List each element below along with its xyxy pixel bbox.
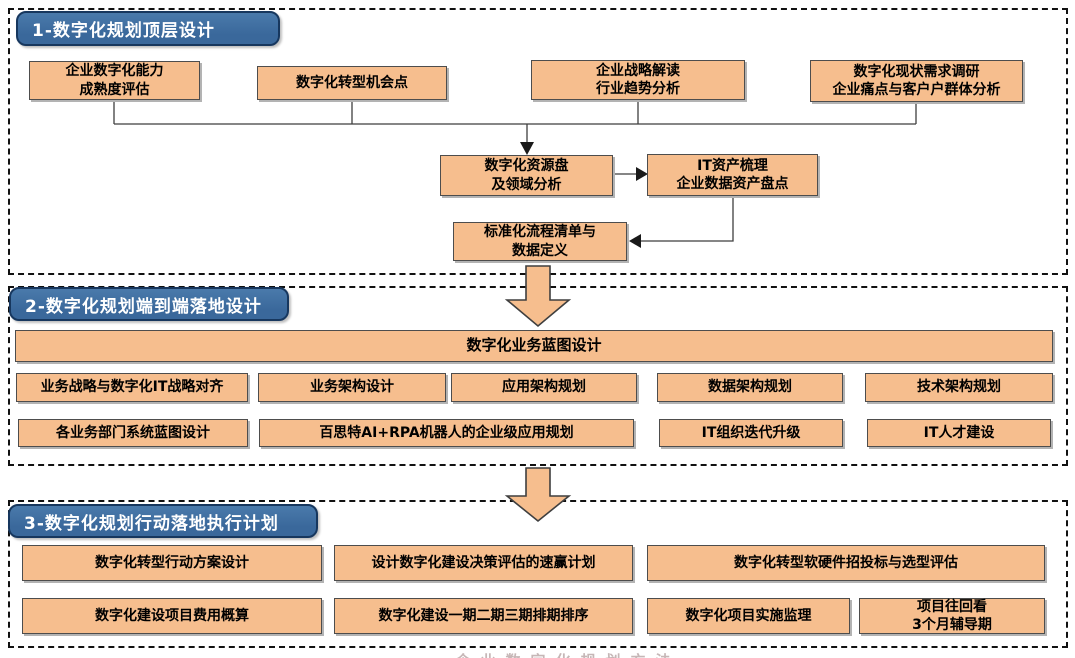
box-business-architecture: 业务架构设计 [258, 373, 446, 402]
box-status-demand-survey: 数字化现状需求调研 企业痛点与客户户群体分析 [810, 60, 1023, 102]
box-implementation-supervision: 数字化项目实施监理 [647, 598, 850, 634]
box-digital-capability-maturity: 企业数字化能力 成熟度评估 [29, 61, 200, 100]
box-tech-architecture: 技术架构规划 [865, 373, 1053, 402]
section2-title-badge: 2-数字化规划端到端落地设计 [9, 287, 289, 321]
box-project-cost-estimate: 数字化建设项目费用概算 [22, 598, 322, 634]
box-quick-win-plan: 设计数字化建设决策评估的速赢计划 [334, 545, 633, 581]
section1-title-badge: 1-数字化规划顶层设计 [16, 11, 280, 46]
box-bidding-selection-evaluation: 数字化转型软硬件招投标与选型评估 [647, 545, 1045, 581]
box-transformation-opportunities: 数字化转型机会点 [257, 66, 447, 100]
box-it-org-upgrade: IT组织迭代升级 [659, 419, 843, 447]
banner-business-blueprint: 数字化业务蓝图设计 [15, 330, 1053, 362]
box-process-list-data-definition: 标准化流程清单与 数据定义 [453, 222, 627, 261]
box-application-architecture: 应用架构规划 [451, 373, 637, 402]
box-phase-sequencing: 数字化建设一期二期三期排期排序 [334, 598, 633, 634]
section3-title-badge: 3-数字化规划行动落地执行计划 [8, 504, 318, 538]
box-ai-rpa-application-planning: 百思特AI+RPA机器人的企业级应用规划 [259, 419, 634, 447]
box-data-architecture: 数据架构规划 [657, 373, 843, 402]
box-strategy-alignment: 业务战略与数字化IT战略对齐 [16, 373, 248, 402]
box-action-plan-design: 数字化转型行动方案设计 [22, 545, 322, 581]
box-project-review-coaching: 项目往回看 3个月辅导期 [859, 598, 1045, 634]
box-department-blueprint: 各业务部门系统蓝图设计 [18, 419, 248, 447]
box-resource-inventory: 数字化资源盘 及领域分析 [440, 155, 613, 196]
box-strategy-interpretation: 企业战略解读 行业趋势分析 [531, 60, 745, 100]
cut-off-watermark-text: 企业数字化规划方法 [408, 650, 728, 658]
box-it-asset-inventory: IT资产梳理 企业数据资产盘点 [647, 154, 818, 196]
box-it-talent: IT人才建设 [867, 419, 1051, 447]
